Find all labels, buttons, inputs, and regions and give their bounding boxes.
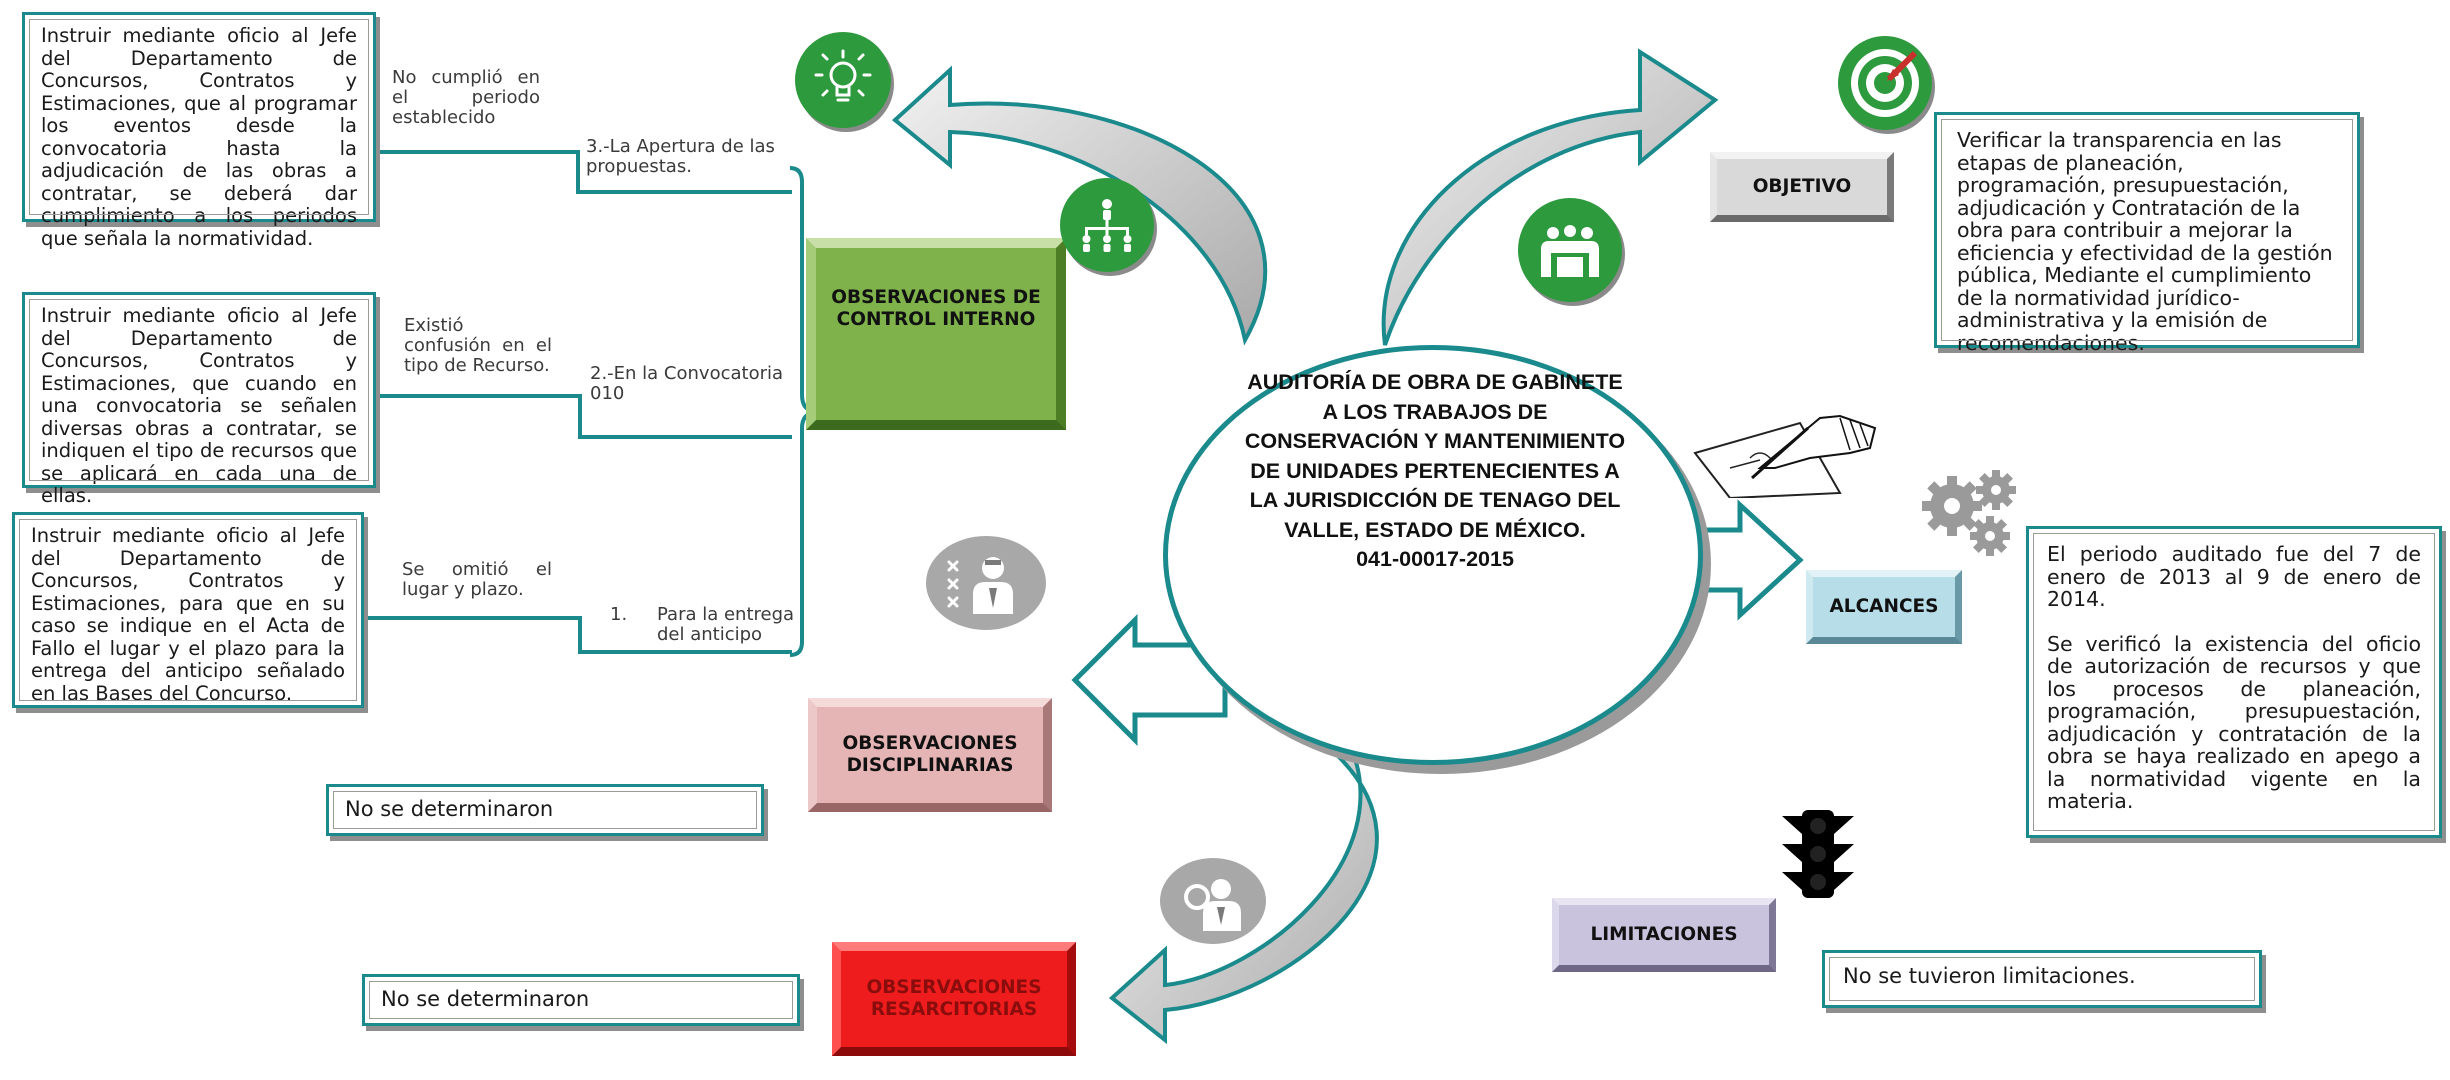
observaciones-disciplinarias-box: OBSERVACIONES DISCIPLINARIAS [808, 698, 1052, 812]
resarcitorias-label: OBSERVACIONES RESARCITORIAS [866, 977, 1042, 1020]
limitaciones-result: No se tuvieron limitaciones. [1843, 964, 2136, 988]
org-chart-icon [1060, 178, 1154, 272]
connector-line-3 [362, 616, 792, 654]
people-group-icon [1518, 198, 1622, 302]
swoosh-bottom [1108, 736, 1379, 1045]
connector-line-2 [378, 394, 792, 439]
center-title-block: AUDITORÍA DE OBRA DE GABINETE A LOS TRAB… [1240, 368, 1630, 575]
recommendation-text-3: Instruir mediante oficio al Jefe del Dep… [31, 524, 345, 705]
observaciones-control-interno-box: OBSERVACIONES DE CONTROL INTERNO [806, 238, 1066, 430]
observaciones-resarcitorias-box: OBSERVACIONES RESARCITORIAS [832, 942, 1076, 1056]
resarcitorias-result-box: No se determinaron [362, 974, 800, 1026]
disciplinarias-label: OBSERVACIONES DISCIPLINARIAS [842, 733, 1018, 776]
traffic-light-icon [1778, 808, 1858, 900]
recommendation-box-1: Instruir mediante oficio al Jefe del Dep… [22, 12, 376, 249]
alcances-text-box: El periodo auditado fue del 7 de enero d… [2026, 526, 2442, 838]
alcances-text-1: El periodo auditado fue del 7 de enero d… [2047, 542, 2421, 611]
finding-1: No cumplió en el periodo establecido [392, 67, 540, 128]
finding-2: Existió confusión en el tipo de Recurso. [404, 316, 552, 376]
recommendation-text-2: Instruir mediante oficio al Jefe del Dep… [41, 304, 357, 507]
recommendation-box-3: Instruir mediante oficio al Jefe del Dep… [12, 512, 364, 708]
connector-line-1 [378, 150, 792, 194]
recommendation-box-2: Instruir mediante oficio al Jefe del Dep… [22, 292, 376, 507]
control-interno-label: OBSERVACIONES DE CONTROL INTERNO [831, 287, 1041, 330]
alcances-text-2: Se verificó la existencia del oficio de … [2047, 631, 2421, 813]
objetivo-text-box: Verificar la transparencia en las etapas… [1934, 112, 2360, 354]
auditor-magnifier-icon [1160, 858, 1266, 944]
alcances-box: ALCANCES [1806, 570, 1962, 644]
disciplinarias-result-box: No se determinaron [326, 784, 764, 836]
lightbulb-icon [795, 32, 891, 128]
stage-3: Para la entrega del anticipo [657, 604, 795, 645]
stage-2: 2.-En la Convocatoria 010 [590, 363, 784, 404]
limitaciones-label: LIMITACIONES [1590, 924, 1738, 945]
recommendation-text-1: Instruir mediante oficio al Jefe del Dep… [41, 24, 357, 250]
center-ellipse [1163, 345, 1703, 765]
stage-1: 3.-La Apertura de las propuestas. [586, 136, 775, 177]
objetivo-label: OBJETIVO [1752, 176, 1852, 197]
limitaciones-result-box: No se tuvieron limitaciones. [1822, 950, 2262, 1008]
limitaciones-box: LIMITACIONES [1552, 898, 1776, 972]
audit-code: 041-00017-2015 [1356, 547, 1514, 571]
auditor-checklist-icon [926, 536, 1046, 630]
alcances-label: ALCANCES [1829, 596, 1939, 617]
target-icon [1838, 36, 1932, 130]
objetivo-text: Verificar la transparencia en las etapas… [1957, 128, 2333, 355]
stage-3-number: 1. [610, 604, 628, 625]
finding-3: Se omitió el lugar y plazo. [402, 559, 552, 600]
resarcitorias-result: No se determinaron [381, 987, 590, 1011]
swoosh-top-right [1381, 48, 1719, 346]
arrow-disciplinarias [1071, 613, 1228, 747]
gears-icon [1918, 466, 2030, 562]
audit-title: AUDITORÍA DE OBRA DE GABINETE A LOS TRAB… [1244, 370, 1626, 542]
objetivo-box: OBJETIVO [1710, 152, 1894, 222]
signing-hand-icon [1690, 398, 1880, 500]
swoosh-top-left [891, 65, 1268, 346]
disciplinarias-result: No se determinaron [345, 797, 554, 821]
